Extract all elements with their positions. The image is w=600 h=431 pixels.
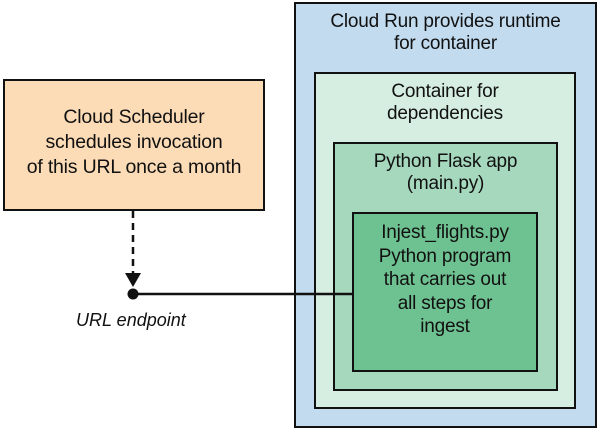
url-endpoint-label: URL endpoint — [76, 310, 186, 330]
cloud-run-label: Cloud Run provides runtime for container — [330, 11, 561, 54]
ingest-program-box: Injest_flights.py Python program that ca… — [352, 212, 538, 372]
container-label: Container for dependencies — [387, 81, 503, 124]
url-endpoint-dot-icon — [127, 288, 139, 300]
cloud-scheduler-box: Cloud Scheduler schedules invocation of … — [3, 79, 265, 211]
cloud-scheduler-label: Cloud Scheduler schedules invocation of … — [26, 106, 242, 178]
arrowhead-icon — [125, 273, 141, 287]
ingest-program-label: Injest_flights.py Python program that ca… — [378, 222, 512, 337]
flask-app-label: Python Flask app (main.py) — [373, 151, 518, 194]
